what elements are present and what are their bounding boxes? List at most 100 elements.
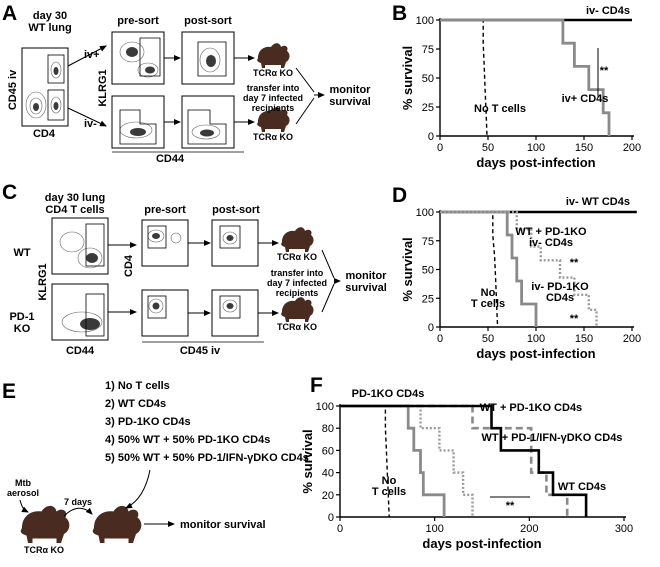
y-tick-label: 75: [422, 44, 434, 56]
group-item: 4) 50% WT + 50% PD-1KO CD4s: [105, 434, 270, 446]
panel-letter: A: [2, 2, 17, 25]
source-line-1: day 30 lung: [45, 192, 106, 204]
x-tick-label: 0: [437, 142, 443, 154]
series-label: CD4s: [546, 292, 574, 304]
transfer-line-1: transfer into: [271, 268, 324, 278]
x-axis-label: days post-infection: [422, 536, 541, 551]
source-line-1: day 30: [33, 10, 67, 22]
group-item: 3) PD-1KO CD4s: [105, 416, 191, 428]
survival-curve: [340, 404, 474, 517]
axis-label-cd44: CD44: [66, 345, 95, 357]
y-axis-label: % survival: [400, 237, 415, 301]
series-label: WT + PD-1/IFN-γDKO CD4s: [482, 432, 623, 444]
transfer-line-2: day 7 infected: [243, 93, 303, 103]
mouse-icon: [92, 505, 142, 543]
survival-curve: [440, 19, 488, 137]
y-tick-label: 100: [416, 207, 434, 219]
x-tick-label: 200: [623, 142, 641, 154]
x-tick-label: 200: [623, 333, 641, 345]
source-line-2: WT lung: [28, 22, 71, 34]
series-label: WT CD4s: [558, 481, 606, 493]
series-label: WT + PD-1KO CD4s: [480, 402, 582, 414]
facs-plot-post-ivneg: [181, 95, 235, 149]
y-tick-label: 100: [416, 15, 434, 27]
monitor-line-1: monitor: [346, 270, 388, 282]
y-tick-label: 50: [422, 73, 434, 85]
column-label-post-sort: post-sort: [212, 204, 260, 216]
mtb-line-2: aerosol: [7, 488, 39, 498]
panel-e: E 1) No T cells 2) WT CD4s 3) PD-1KO CD4…: [2, 380, 309, 555]
series-label: T cells: [471, 298, 505, 310]
x-axis-label: days post-infection: [476, 346, 595, 361]
series-label: iv+ CD4s: [562, 93, 609, 105]
mouse-icon: [281, 227, 314, 252]
recipient-label: TCRα KO: [277, 322, 317, 332]
axis-label-cd4: CD4: [123, 254, 135, 277]
facs-plot-post-ivpos: [181, 31, 235, 85]
y-tick-label: 75: [422, 236, 434, 248]
y-tick-label: 25: [422, 102, 434, 114]
y-tick-label: 0: [328, 512, 334, 524]
series-label: iv- WT CD4s: [566, 196, 630, 208]
x-axis-label: days post-infection: [476, 155, 595, 170]
monitor-label: monitor survival: [180, 519, 266, 531]
survival-curve: [440, 18, 611, 136]
recipient-label: TCRα KO: [277, 252, 317, 262]
transfer-line-3: recipients: [252, 103, 295, 113]
gate-label-iv-neg: iv-: [84, 118, 97, 130]
x-tick-label: 100: [527, 333, 545, 345]
column-label-pre-sort: pre-sort: [144, 204, 186, 216]
y-axis-label: % survival: [300, 429, 315, 493]
y-tick-label: 100: [316, 401, 334, 413]
series-label: T cells: [372, 486, 406, 498]
survival-curve: [340, 405, 390, 518]
days-label: 7 days: [64, 497, 92, 507]
recipient-label: TCRα KO: [253, 68, 293, 78]
series-label: No: [481, 287, 496, 299]
series-label: iv- CD4s: [529, 237, 573, 249]
x-tick-label: 200: [520, 523, 538, 535]
group-item: 2) WT CD4s: [105, 398, 166, 410]
series-label: PD-1KO CD4s: [352, 388, 425, 400]
axis-label-cd44: CD44: [156, 153, 185, 165]
monitor-line-1: monitor: [330, 84, 372, 96]
series-label: iv- PD-1KO: [531, 281, 589, 293]
transfer-line-3: recipients: [276, 288, 319, 298]
axis-label-klrg1: KLRG1: [97, 69, 109, 106]
y-axis-label: % survival: [400, 46, 415, 110]
significance-label: **: [570, 257, 579, 269]
mouse-icon: [281, 297, 314, 322]
survival-curve: [340, 404, 588, 517]
significance-label: **: [506, 500, 515, 512]
facs-plot-wt-post: [211, 219, 259, 267]
recipient-label: TCRα KO: [253, 132, 293, 142]
facs-plot-pre-ivpos: [111, 31, 165, 85]
group-item: 1) No T cells: [105, 380, 170, 392]
x-tick-label: 150: [575, 142, 593, 154]
survival-curve: [440, 210, 538, 327]
facs-plot-ko-pre: [141, 289, 189, 337]
x-tick-label: 150: [575, 333, 593, 345]
mouse-icon: [20, 505, 70, 543]
series-label: No: [382, 475, 397, 487]
y-tick-label: 0: [428, 322, 434, 334]
panel-c: C day 30 lung CD4 T cells WT PD-1 KO KLR…: [2, 181, 387, 357]
x-tick-label: 50: [482, 333, 494, 345]
x-tick-label: 0: [337, 523, 343, 535]
transfer-line-1: transfer into: [247, 83, 300, 93]
x-tick-label: 50: [482, 142, 494, 154]
series-label: iv- CD4s: [586, 5, 630, 17]
facs-plot-wt-source: [51, 217, 109, 275]
y-tick-label: 80: [322, 423, 334, 435]
axis-label-cd45iv: CD45 iv: [7, 69, 19, 110]
mouse-icon: [257, 43, 290, 68]
recipient-label: TCRα KO: [24, 545, 64, 555]
y-tick-label: 40: [322, 468, 334, 480]
y-tick-label: 60: [322, 445, 334, 457]
panel-letter: D: [392, 184, 407, 207]
series-label: No T cells: [474, 103, 526, 115]
y-tick-label: 0: [428, 131, 434, 143]
facs-plot-pre-ivneg: [111, 95, 165, 149]
